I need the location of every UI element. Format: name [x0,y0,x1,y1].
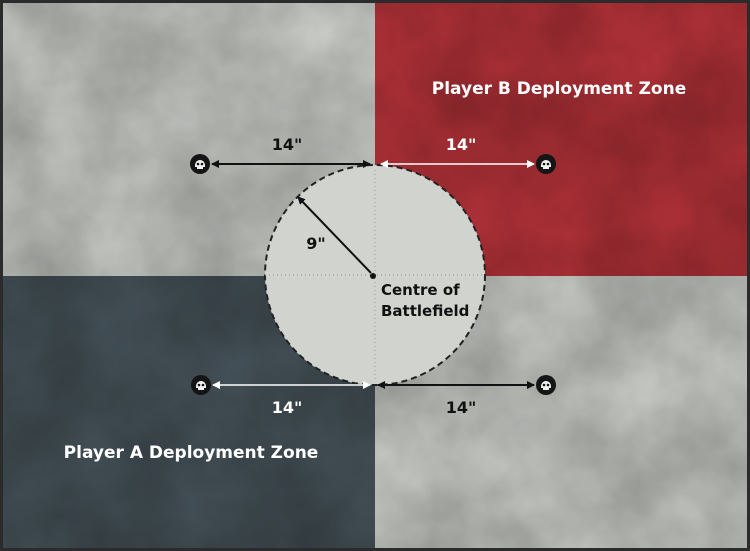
measure-label-top-right: 14" [446,135,477,154]
skull-icon [191,375,211,395]
measure-label-top-left: 14" [272,135,303,154]
skull-icon [536,375,556,395]
radius-arrow [297,196,372,274]
centre-label-line1: Centre of [381,281,460,299]
centre-label-line2: Battlefield [381,302,469,320]
player-a-zone-label: Player A Deployment Zone [64,443,319,463]
skull-icon [536,154,556,174]
centre-point [370,273,376,279]
radius-label: 9" [306,234,325,253]
player-b-zone-label: Player B Deployment Zone [432,79,686,99]
measure-label-bottom-left: 14" [272,398,303,417]
skull-icon [190,154,210,174]
measure-label-bottom-right: 14" [446,398,477,417]
